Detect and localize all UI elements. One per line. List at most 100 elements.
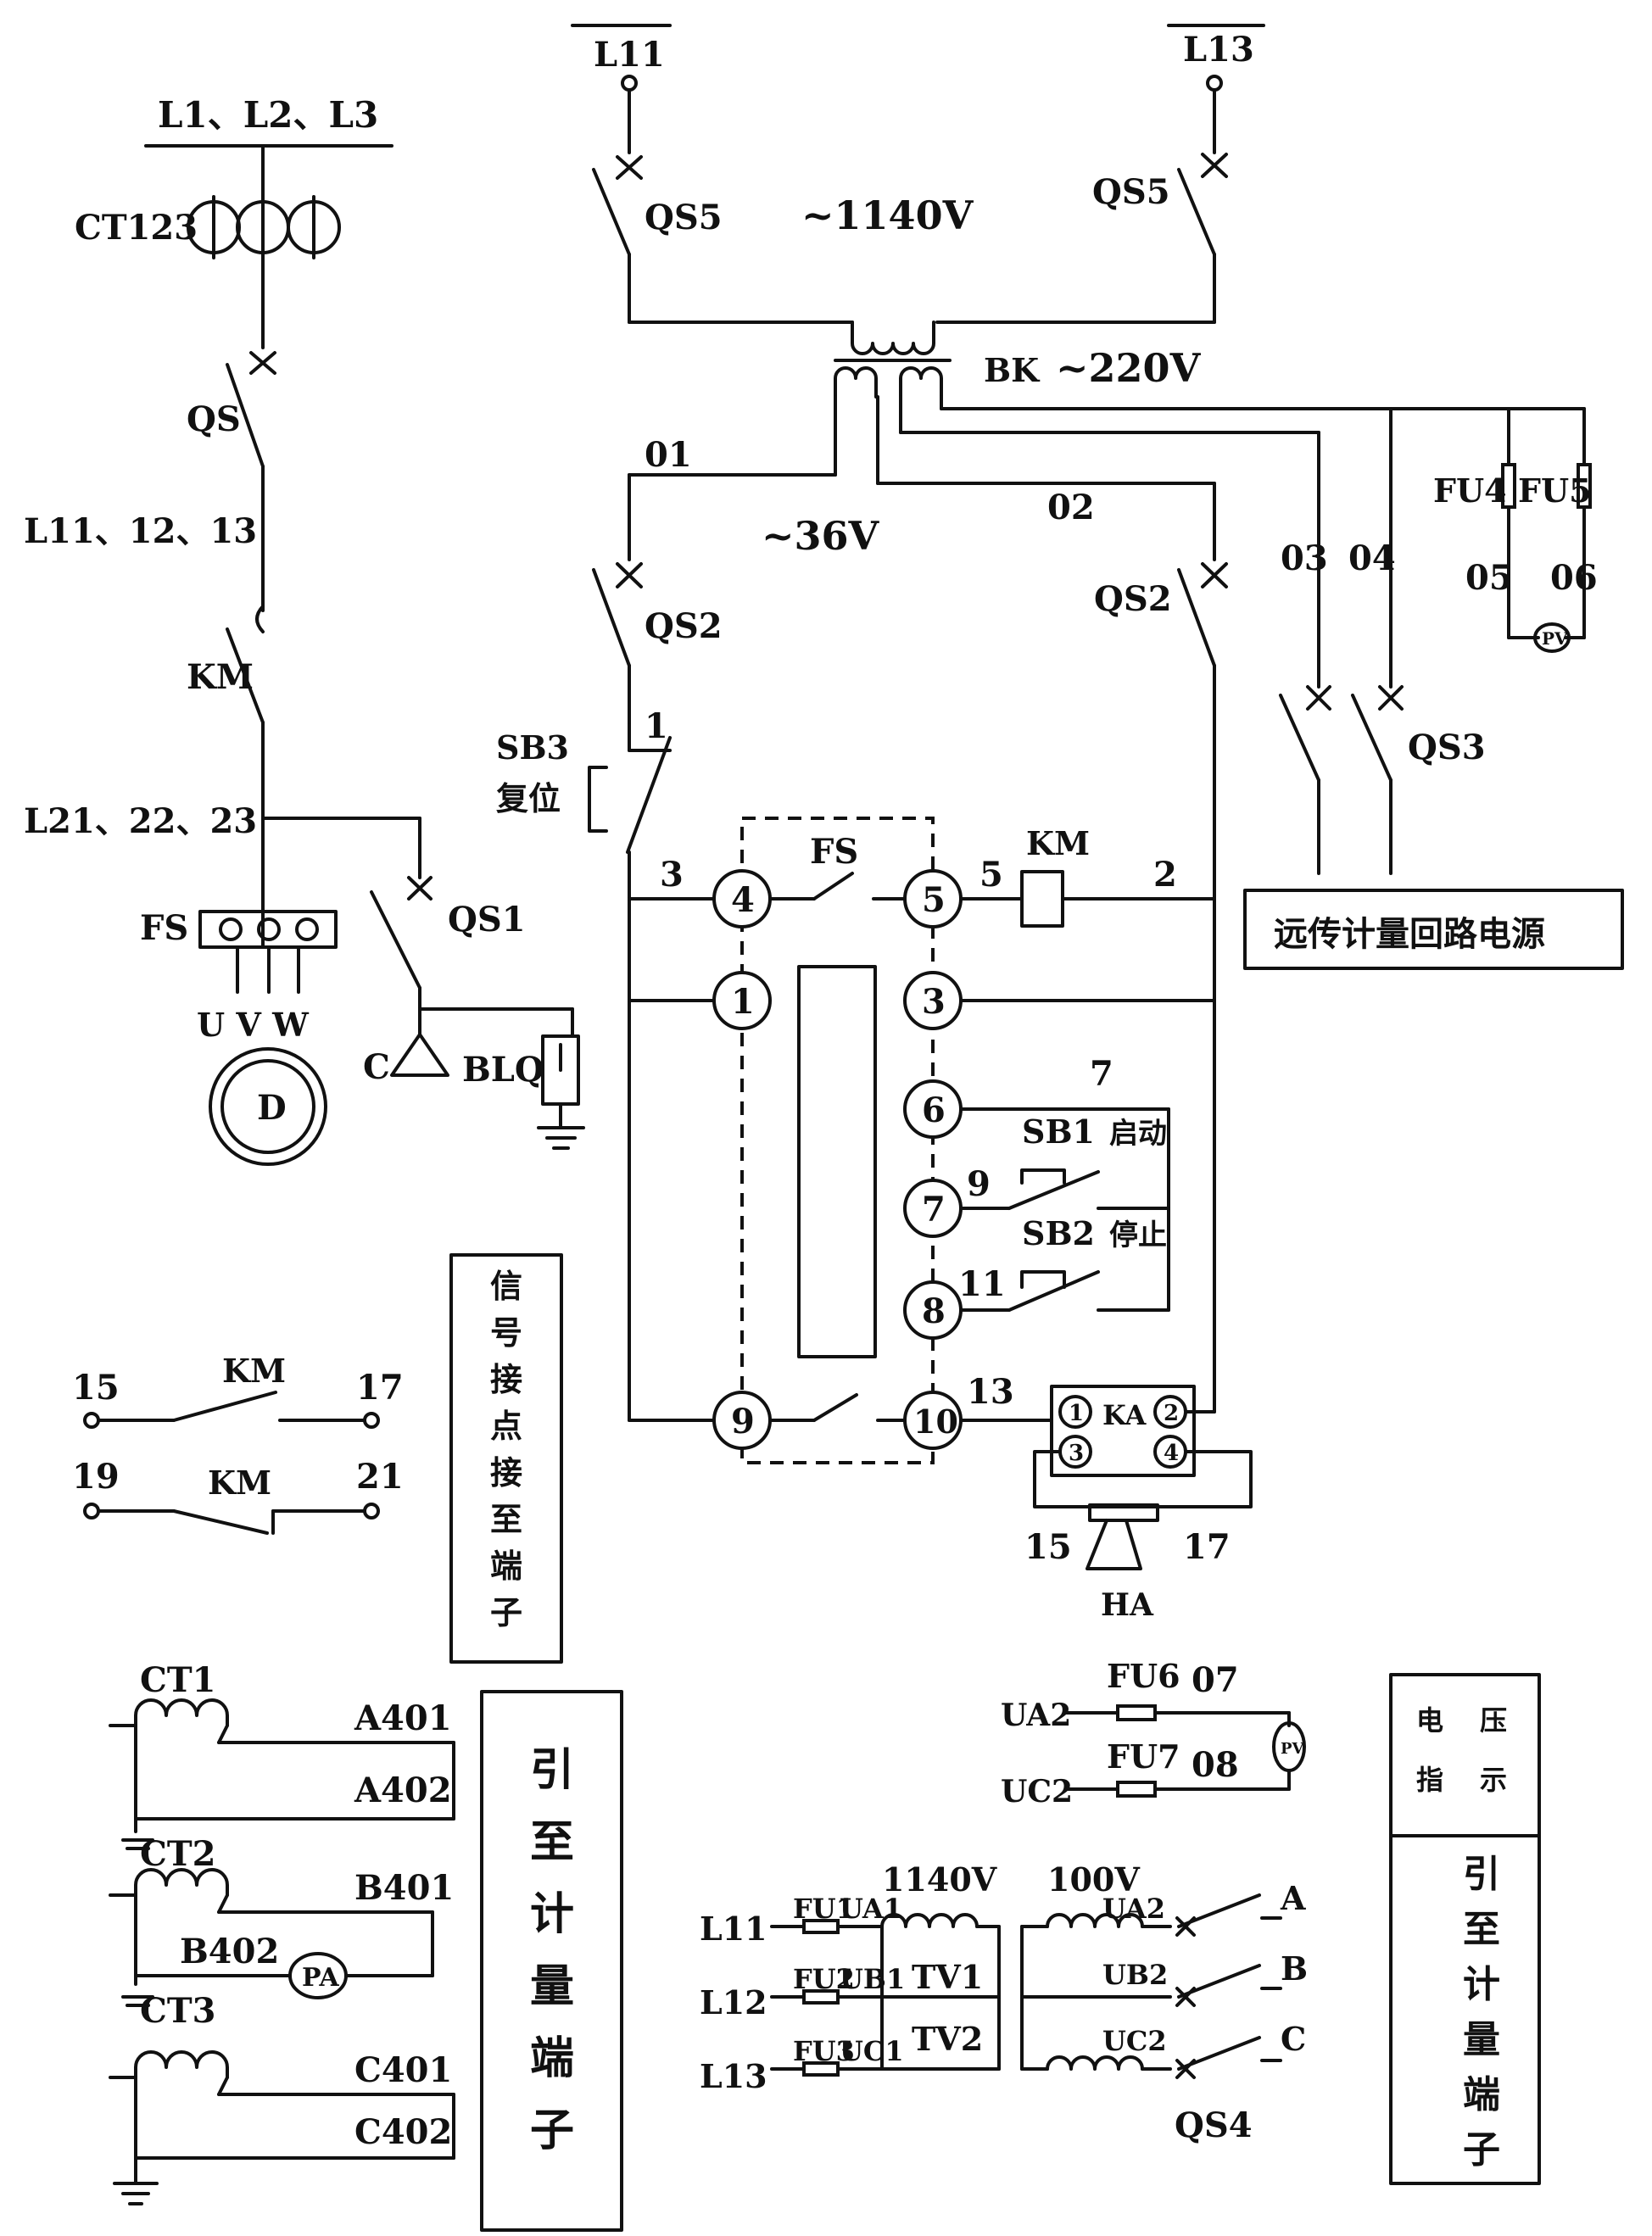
v1140b-label: 1140V xyxy=(882,1860,998,1899)
qs-label: QS xyxy=(187,399,241,439)
sb3-label: SB3 xyxy=(496,728,569,767)
control-circuit: SB3 复位 1 3 4 FS 5 5 KM 2 1 3 6 7 7 xyxy=(496,706,1253,1623)
l13-top-label: L13 xyxy=(1183,30,1254,70)
pv-label: PV xyxy=(1542,628,1568,649)
term-4: 4 xyxy=(731,880,755,920)
control-transformer-circuit: L11 QS5 ~1140V L13 QS5 BK ~220V xyxy=(571,24,1624,1002)
uvw-label: U V W xyxy=(197,1006,310,1044)
signal-box-char: 信 xyxy=(490,1267,522,1305)
signal-box-text: 信 号 接 点 接 至 端 子 xyxy=(490,1267,522,1631)
uc1-label: UC1 xyxy=(840,2035,904,2067)
wire13-label: 13 xyxy=(967,1372,1014,1412)
uc2-label: UC2 xyxy=(1102,2025,1167,2057)
qs2-right-label: QS2 xyxy=(1094,579,1172,619)
meter-box-char: 量 xyxy=(1463,2018,1500,2061)
pa-label: PA xyxy=(302,1963,339,1993)
meter-box-char: 计 xyxy=(530,1888,574,1940)
c19-label: 19 xyxy=(72,1457,120,1497)
ua1-label: UA1 xyxy=(840,1893,902,1925)
motor-symbol: D xyxy=(209,1047,327,1166)
ct1-label: CT1 xyxy=(140,1660,215,1700)
phase-c-label: C xyxy=(1281,2020,1306,2058)
term-10: 10 xyxy=(913,1402,958,1441)
meter-box-char: 量 xyxy=(530,1960,574,2012)
signal-box-char: 号 xyxy=(490,1313,522,1352)
term-1: 1 xyxy=(731,982,755,1022)
v100-label: 100V xyxy=(1047,1860,1141,1899)
w04-label: 04 xyxy=(1348,538,1396,578)
l11-top-label: L11 xyxy=(594,35,665,75)
ka-pin3: 3 xyxy=(1069,1441,1084,1466)
v36-label: ~36V xyxy=(762,513,880,559)
l11-b-label: L11 xyxy=(700,1910,767,1948)
c17-label: 17 xyxy=(356,1368,404,1408)
wire1-label: 1 xyxy=(645,706,668,746)
qs4-switch xyxy=(1175,1893,1282,2079)
qs3-label: QS3 xyxy=(1408,728,1486,767)
ka-label: KA xyxy=(1102,1399,1147,1431)
wire9-label: 9 xyxy=(967,1164,991,1204)
blq-label: BLQ xyxy=(462,1050,544,1090)
wire7-label: 7 xyxy=(1090,1054,1113,1094)
meter-box-char: 子 xyxy=(1463,2128,1500,2172)
fu5-label: FU5 xyxy=(1518,471,1592,510)
voltage-box-char: 电 xyxy=(1416,1704,1443,1737)
meter-box-char: 子 xyxy=(530,2105,574,2156)
ka-pin2: 2 xyxy=(1164,1401,1179,1426)
qs2-left-label: QS2 xyxy=(645,606,723,646)
capacitor-c xyxy=(390,1007,449,1077)
signal-box-char: 至 xyxy=(490,1500,522,1538)
c401-label: C401 xyxy=(354,2050,452,2090)
ub2-label: UB2 xyxy=(1102,1959,1168,1991)
ct123-label: CT123 xyxy=(75,208,198,248)
signal-box-char: 接 xyxy=(490,1360,522,1398)
sb1-func-label: 启动 xyxy=(1109,1117,1167,1151)
meter-box-mid-text: 引 至 计 量 端 子 xyxy=(530,1744,574,2156)
line-l11-12-13-label: L11、12、13 xyxy=(24,511,257,551)
current-metering: CT1 A401 A402 CT2 B401 PA B402 CT3 C401 … xyxy=(109,1660,623,2232)
km-no-label: KM xyxy=(222,1352,286,1390)
blq-arrester xyxy=(537,1034,585,1150)
signal-contacts: 15 KM 17 19 KM 21 信 号 接 点 接 至 端 子 xyxy=(72,1253,563,1664)
fs-ctrl-label: FS xyxy=(810,832,858,872)
w15b-label: 15 xyxy=(1024,1527,1072,1567)
meter-box-char: 至 xyxy=(530,1816,574,1868)
signal-box-char: 接 xyxy=(490,1453,522,1492)
meter-box-char: 引 xyxy=(1463,1853,1500,1896)
meter-box-char: 计 xyxy=(1463,1963,1500,2006)
c402-label: C402 xyxy=(354,2112,452,2152)
sb2-label: SB2 xyxy=(1022,1214,1095,1252)
ub1-label: UB1 xyxy=(840,1963,905,1995)
term-9: 9 xyxy=(731,1402,755,1441)
w17b-label: 17 xyxy=(1183,1527,1231,1567)
fu4-label: FU4 xyxy=(1433,471,1507,510)
term-3: 3 xyxy=(922,982,946,1022)
km-main-label: KM xyxy=(187,657,254,697)
term-5: 5 xyxy=(922,880,946,920)
w05-label: 05 xyxy=(1465,558,1513,598)
qs-isolator xyxy=(226,351,276,612)
bk-label: BK xyxy=(984,351,1041,389)
phase-a-label: A xyxy=(1280,1879,1306,1917)
fu7-label: FU7 xyxy=(1107,1737,1180,1776)
voltage-box-char: 示 xyxy=(1480,1764,1507,1796)
ka-pin4: 4 xyxy=(1164,1441,1179,1466)
meter-box-char: 引 xyxy=(530,1744,574,1796)
pv2-label: PV xyxy=(1281,1740,1305,1758)
c21-label: 21 xyxy=(356,1457,404,1497)
qs5-left-label: QS5 xyxy=(645,198,723,237)
voltage-indication: FU6 07 UA2 PV FU7 08 UC2 电 压 指 示 引 至 计 量… xyxy=(700,1657,1541,2185)
sb1-label: SB1 xyxy=(1022,1112,1095,1151)
remote-power-label: 远传计量回路电源 xyxy=(1274,914,1545,954)
meter-box-char: 至 xyxy=(1463,1908,1500,1951)
uc2-top-label: UC2 xyxy=(1001,1774,1073,1809)
km-coil-label: KM xyxy=(1026,824,1090,862)
w02-label: 02 xyxy=(1047,488,1095,527)
km-main-contactor xyxy=(226,627,265,947)
v1140-label: ~1140V xyxy=(801,192,974,238)
b401-label: B401 xyxy=(354,1868,454,1908)
qs1-label: QS1 xyxy=(448,900,526,940)
voltage-box-char: 压 xyxy=(1480,1704,1507,1737)
wire11-label: 11 xyxy=(958,1264,1006,1304)
